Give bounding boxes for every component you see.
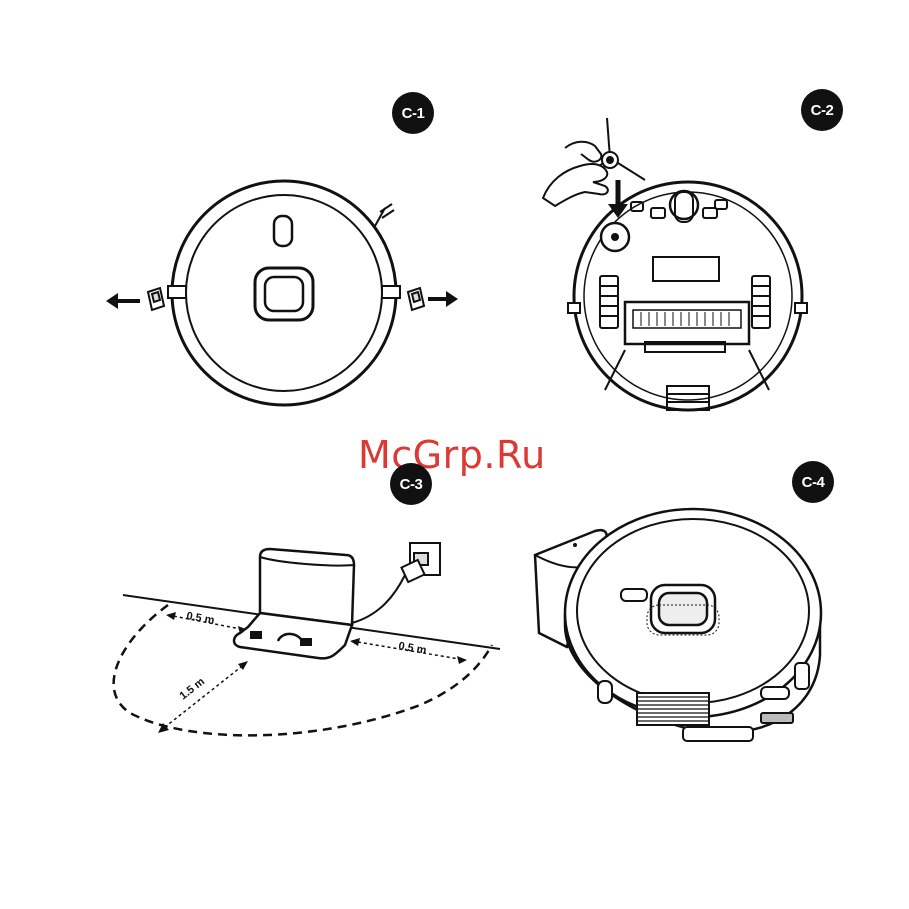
lidar-cap [651, 585, 715, 633]
dim-label-left: 0.5 m [185, 610, 215, 627]
robot-docked-drawing [455, 455, 909, 775]
charging-dock [234, 549, 354, 658]
left-wheel [600, 276, 618, 328]
right-arrow-icon [428, 291, 458, 307]
dim-label-right: 0.5 m [397, 640, 427, 657]
robot-inner-cover [186, 195, 382, 391]
robot-vent [637, 693, 709, 725]
dock-placement-drawing: 0.5 m 0.5 m 1.5 m [0, 455, 455, 775]
power-cable [352, 575, 405, 623]
illustration-c4: C-4 [455, 455, 909, 775]
right-notch [382, 286, 400, 298]
dim-label-front: 1.5 m [177, 675, 207, 702]
illustration-c3: C-3 0.5 m 0.5 m 1.5 m [0, 455, 455, 775]
robot-center-button-inner [265, 277, 303, 311]
robot-outer-shell [172, 181, 396, 405]
left-arrow-icon [106, 293, 140, 309]
dim-line-front [160, 663, 246, 731]
hand-icon [543, 142, 608, 206]
right-wheel [752, 276, 770, 328]
illustration-c2: C-2 [455, 80, 909, 420]
bottom-label-plate [653, 257, 719, 281]
illustration-c1: C-1 [0, 80, 455, 420]
robot-top-slot [274, 216, 292, 246]
left-notch [168, 286, 186, 298]
left-clip-icon [148, 288, 164, 310]
robot-top-view-drawing [0, 80, 455, 420]
robot-bottom-view-drawing [455, 80, 909, 420]
main-brush-housing [625, 302, 749, 344]
rear-grille [667, 386, 709, 410]
side-brush-icon [375, 204, 394, 226]
right-clip-icon [408, 288, 424, 310]
